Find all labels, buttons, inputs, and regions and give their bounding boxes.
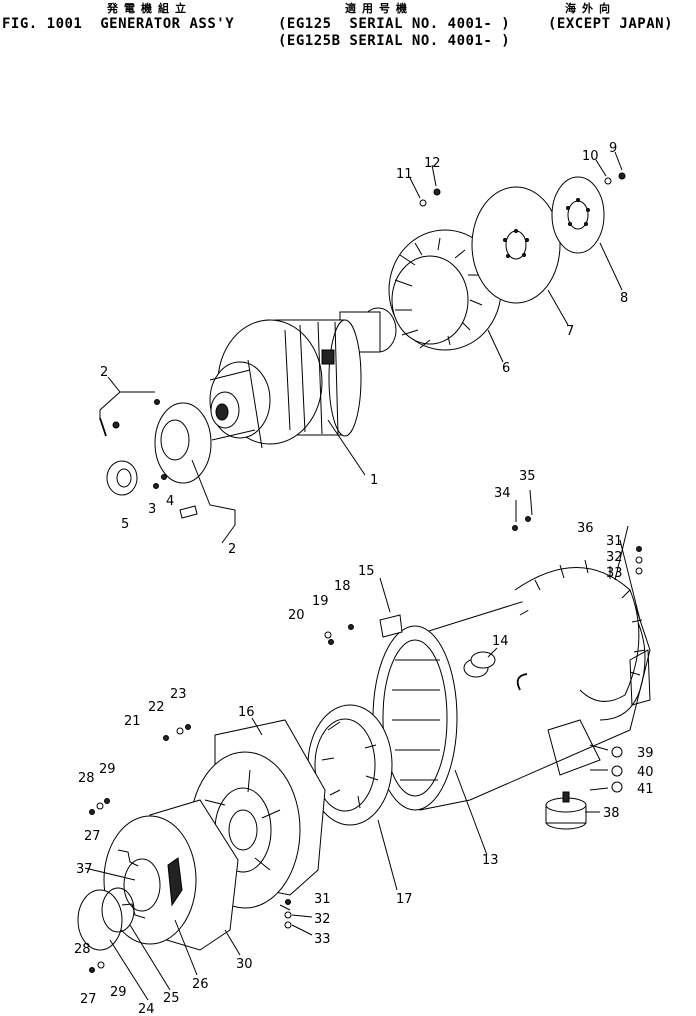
callout-32-bottom: 32 <box>314 912 331 927</box>
callout-16: 16 <box>238 705 255 720</box>
callout-15: 15 <box>358 564 375 579</box>
callout-36: 36 <box>577 521 594 536</box>
callout-2-top: 2 <box>100 365 108 380</box>
callout-3: 3 <box>148 502 156 517</box>
callout-5: 5 <box>121 517 129 532</box>
callout-28-bottom: 28 <box>74 942 91 957</box>
leader-lines <box>84 151 641 1001</box>
header-kanji-applicable: 適用号機 <box>345 2 413 15</box>
serial-range-eg125: (EG125 SERIAL NO. 4001- ) <box>278 16 511 32</box>
callout-27-bottom: 27 <box>80 992 97 1007</box>
callout-30: 30 <box>236 957 253 972</box>
callout-34: 34 <box>494 486 511 501</box>
callout-40: 40 <box>637 765 654 780</box>
callout-33-top: 33 <box>606 566 623 581</box>
callout-39: 39 <box>637 746 654 761</box>
serial-range-eg125b: (EG125B SERIAL NO. 4001- ) <box>278 33 511 49</box>
callout-31-top: 31 <box>606 534 623 549</box>
callout-41: 41 <box>637 782 654 797</box>
callout-31-bottom: 31 <box>314 892 331 907</box>
callout-26: 26 <box>192 977 209 992</box>
callout-28-top: 28 <box>78 771 95 786</box>
fasteners <box>89 516 643 973</box>
region-label: (EXCEPT JAPAN) <box>548 16 674 32</box>
callout-8: 8 <box>620 291 628 306</box>
washer-39 <box>611 746 623 758</box>
callout-22: 22 <box>148 700 165 715</box>
callout-13: 13 <box>482 853 499 868</box>
callout-9: 9 <box>609 141 617 156</box>
bolts-top <box>419 172 626 207</box>
rotor-assembly <box>209 307 397 449</box>
callout-11: 11 <box>396 167 413 182</box>
disk-plate <box>551 176 605 254</box>
callout-27-top: 27 <box>84 829 101 844</box>
callout-29-top: 29 <box>99 762 116 777</box>
callout-6: 6 <box>502 361 510 376</box>
callout-1: 1 <box>370 473 378 488</box>
terminal <box>470 651 496 669</box>
callout-21: 21 <box>124 714 141 729</box>
gasket <box>101 887 135 933</box>
callout-29-bottom: 29 <box>110 985 127 1000</box>
callout-32-top: 32 <box>606 550 623 565</box>
callout-10: 10 <box>582 149 599 164</box>
callout-24: 24 <box>138 1002 155 1016</box>
exciter-stator <box>307 704 393 826</box>
callout-14: 14 <box>492 634 509 649</box>
callout-18: 18 <box>334 579 351 594</box>
callout-2-bottom: 2 <box>228 542 236 557</box>
callout-25: 25 <box>163 991 180 1006</box>
callout-35: 35 <box>519 469 536 484</box>
callout-37: 37 <box>76 862 93 877</box>
nut-41 <box>611 781 623 793</box>
callout-17: 17 <box>396 892 413 907</box>
callout-38: 38 <box>603 806 620 821</box>
callout-19: 19 <box>312 594 329 609</box>
bearing <box>106 460 138 496</box>
rubber-mount <box>545 791 587 830</box>
callout-33-bottom: 33 <box>314 932 331 947</box>
coupling-disk <box>471 186 561 304</box>
figure-title: FIG. 1001 GENERATOR ASS'Y <box>2 16 235 32</box>
callout-4: 4 <box>166 494 174 509</box>
header-kanji-title: 発電機組立 <box>107 2 192 15</box>
callout-7: 7 <box>566 324 574 339</box>
washer-4 <box>161 474 167 480</box>
callout-12: 12 <box>424 156 441 171</box>
bolt-3 <box>153 483 159 489</box>
end-cover <box>103 799 239 951</box>
bearing-bracket-small <box>99 399 212 519</box>
washer-40 <box>611 765 623 777</box>
cap <box>379 614 403 638</box>
callout-20: 20 <box>288 608 305 623</box>
stator-coil <box>514 559 651 706</box>
callout-23: 23 <box>170 687 187 702</box>
cover-plate <box>77 889 123 951</box>
callout-numbers: 1 2 2 3 4 5 6 7 8 9 10 11 12 13 14 15 16… <box>74 141 654 1016</box>
header-kanji-overseas: 海外向 <box>565 2 616 15</box>
